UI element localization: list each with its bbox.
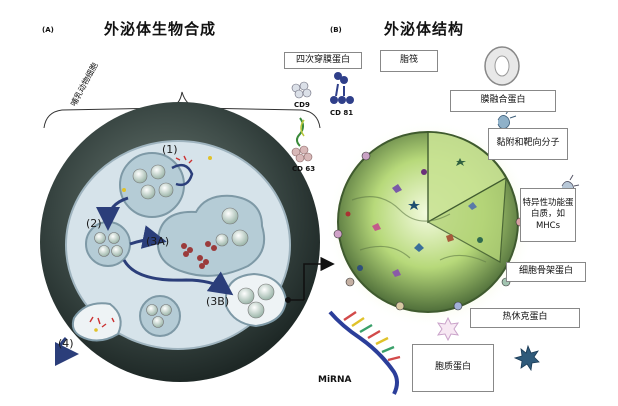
step-2-label: (2) xyxy=(86,217,102,230)
membrane-bud xyxy=(71,302,122,342)
adhesion-label: 黏附和靶向分子 xyxy=(488,128,568,160)
cd81-icon xyxy=(330,72,354,104)
mvb-top xyxy=(119,152,185,218)
step-1-label: (1) xyxy=(162,143,178,156)
panel-a-title: 外泌体生物合成 xyxy=(104,20,217,38)
cd63-label: CD 63 xyxy=(292,165,316,173)
lipid-raft-label: 脂筏 xyxy=(380,50,438,72)
step-3a-label: (3A) xyxy=(146,235,170,248)
exosome-cutaway xyxy=(427,131,508,224)
panel-b-title: 外泌体结构 xyxy=(384,20,465,38)
step-3b-label: (3B) xyxy=(206,295,230,308)
heat-shock-label: 热休克蛋白 xyxy=(470,308,580,328)
cd9-label: CD9 xyxy=(294,101,310,109)
panel-a-tag: (A) xyxy=(42,26,54,34)
lipid-ring-icon xyxy=(484,46,520,86)
panel-b-tag: (B) xyxy=(330,26,342,34)
cd81-label: CD 81 xyxy=(330,109,354,117)
mvb-bottom xyxy=(139,295,181,337)
cytosolic-label: 胞质蛋白 xyxy=(412,344,494,392)
mirna-label: MiRNA xyxy=(318,375,352,385)
cd9-icon xyxy=(291,81,312,99)
cell-bracket xyxy=(43,91,321,129)
cytosolic-protein-icon xyxy=(513,344,540,372)
cytoskeleton-label: 细胞骨架蛋白 xyxy=(506,262,586,282)
cd63-icon xyxy=(291,117,313,163)
step-4-label: (4) xyxy=(58,337,74,350)
membrane-fusion-label: 膜融合蛋白 xyxy=(450,90,556,112)
specific-protein-label: 特异性功能蛋白质，如MHCs xyxy=(520,188,576,242)
heat-shock-protein-icon xyxy=(436,316,460,342)
tetraspanin-label: 四次穿膜蛋白 xyxy=(284,52,362,69)
mirna-icon xyxy=(328,310,401,395)
